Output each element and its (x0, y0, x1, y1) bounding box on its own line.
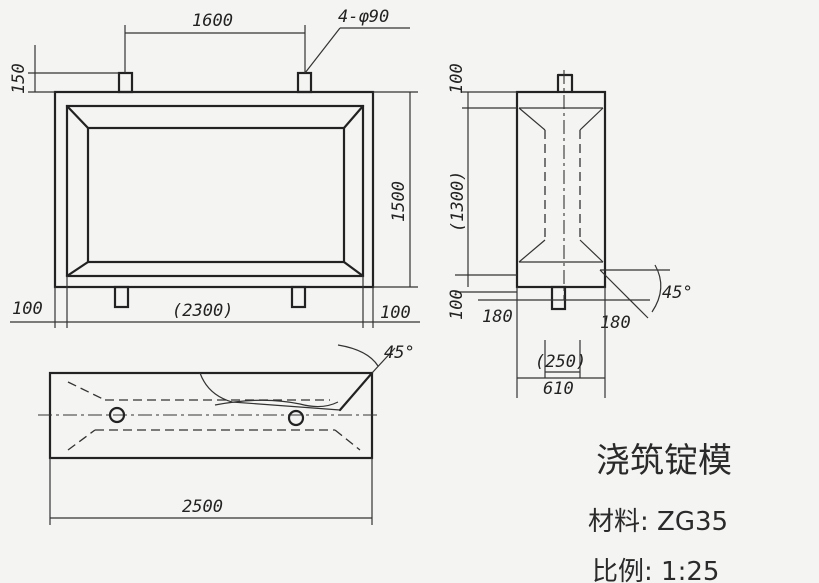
dim-inner-width: (250) (535, 352, 586, 372)
dim-height-right: 1500 (389, 181, 409, 222)
dim-side-right: 180 (600, 313, 631, 333)
dim-side-middle: (1300) (448, 171, 468, 232)
plan-hole-right (287, 409, 305, 427)
angle-arc (337, 344, 379, 367)
side-outer-frame (515, 90, 607, 289)
front-chamfer-line (65, 260, 90, 278)
plan-chamfer-line (338, 371, 374, 412)
title-block: 浇筑锭模 材料: ZG35 比例: 1:25 (588, 441, 732, 583)
front-trunnion-bottom-right (290, 285, 307, 309)
dim-side-angle: 45° (662, 283, 693, 303)
front-view: 1600 4-φ90 150 1500 100 (2300) 100 (9, 7, 420, 328)
plan-hidden-line (334, 429, 361, 451)
dim-outer-width: 610 (543, 379, 574, 399)
material-spec: 材料: ZG35 (588, 507, 728, 537)
drawing-title: 浇筑锭模 (596, 441, 732, 481)
front-trunnion-top-right (296, 71, 313, 94)
front-trunnion-top-left (117, 71, 134, 94)
dim-top-left: 150 (9, 63, 29, 94)
leader-line-holes (304, 27, 341, 74)
plan-view: 45° 2500 (38, 343, 415, 525)
side-chamfer-line (579, 239, 604, 263)
dim-side-left: 180 (482, 307, 513, 327)
front-chamfer-line (65, 104, 90, 130)
angle-arc (651, 264, 662, 313)
side-chamfer-line (518, 107, 546, 131)
dim-plan-length: 2500 (182, 497, 223, 517)
dim-bottom-right: 100 (380, 303, 411, 323)
plan-hidden-line (67, 429, 96, 451)
plan-hole-left (108, 406, 126, 424)
side-view: 100 (1300) 100 180 180 45° (250) 610 (447, 63, 693, 399)
dim-top-width: 1600 (192, 11, 233, 31)
side-trunnion-bottom (550, 285, 567, 311)
front-outer-frame (53, 90, 375, 289)
dim-bottom-left: 100 (12, 299, 43, 319)
front-chamfer-line (342, 104, 365, 130)
dim-side-top: 100 (447, 63, 467, 94)
dim-side-bottom: 100 (447, 289, 467, 320)
front-inner-frame (86, 126, 346, 264)
angle-line (599, 269, 649, 319)
front-mid-frame (65, 104, 365, 278)
dim-holes: 4-φ90 (338, 7, 389, 27)
front-chamfer-line (342, 260, 365, 278)
dim-plan-angle: 45° (384, 343, 415, 363)
side-chamfer-line (518, 239, 546, 263)
plan-hidden-line (67, 381, 106, 401)
angle-leader (371, 347, 396, 374)
scale-spec: 比例: 1:25 (592, 557, 719, 583)
dim-bottom-mid: (2300) (172, 301, 233, 321)
plan-break-line (214, 399, 339, 408)
side-chamfer-line (579, 107, 604, 131)
front-trunnion-bottom-left (113, 285, 130, 309)
